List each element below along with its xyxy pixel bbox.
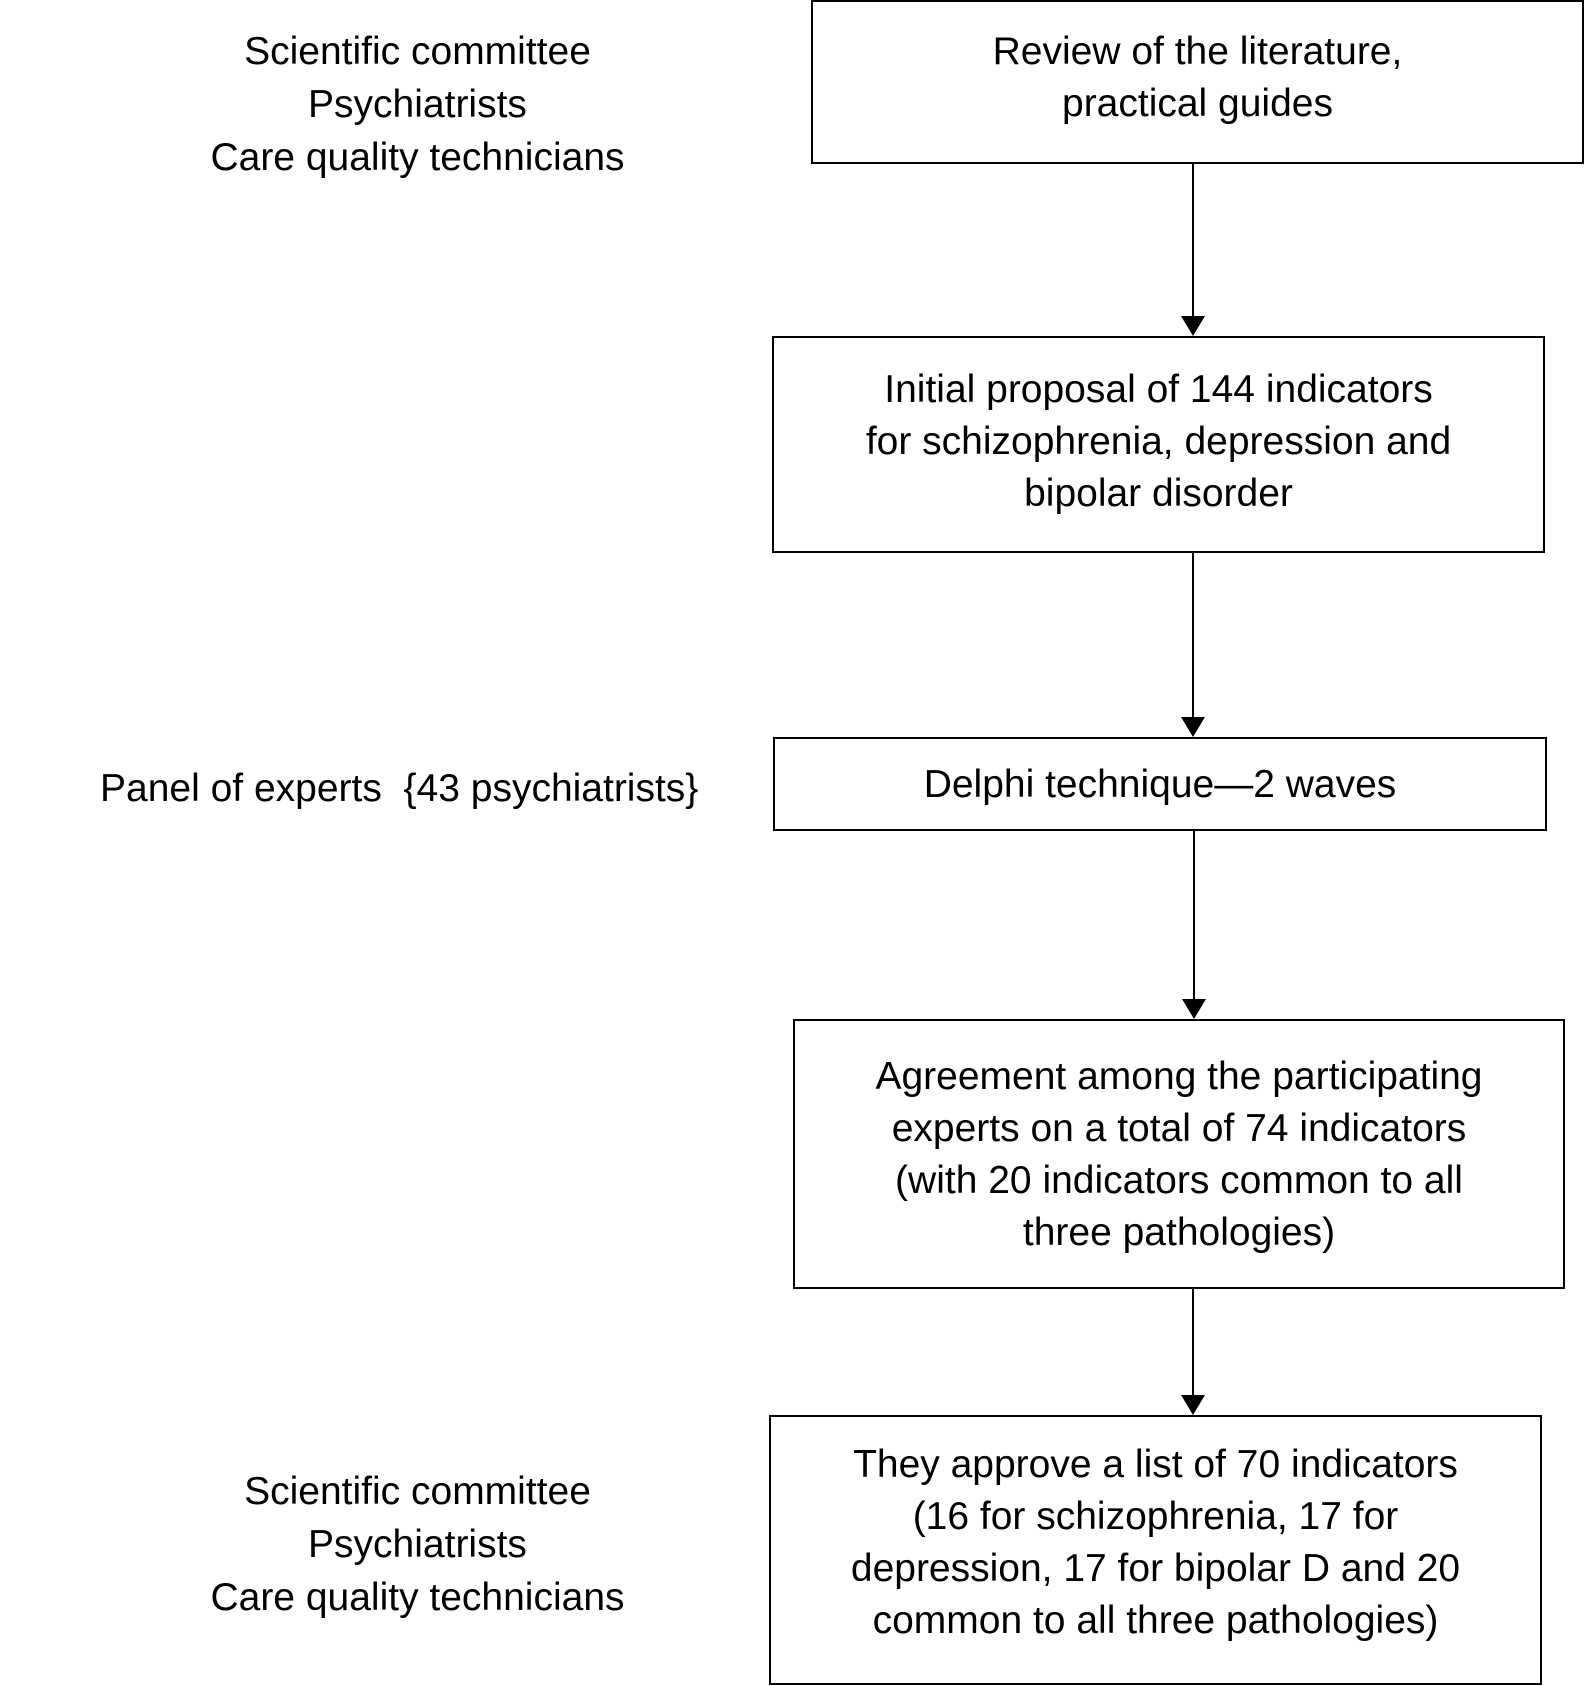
label-line: Panel of experts {43 psychiatrists} xyxy=(100,767,699,810)
box-line: (with 20 indicators common to all xyxy=(895,1159,1463,1202)
box-line: practical guides xyxy=(1062,82,1333,125)
box-line: common to all three pathologies) xyxy=(872,1599,1439,1642)
step-approval-box: They approve a list of 70 indicators (16… xyxy=(769,1415,1542,1685)
label-line: Scientific committee xyxy=(244,1470,591,1513)
box-line: Review of the literature, xyxy=(992,30,1403,73)
box-line: three pathologies) xyxy=(1022,1211,1336,1254)
box-line: experts on a total of 74 indicators xyxy=(891,1107,1467,1150)
box-line: bipolar disorder xyxy=(1024,472,1293,515)
step-delphi-technique-box: Delphi technique—2 waves xyxy=(773,737,1547,831)
label-line: Care quality technicians xyxy=(210,136,625,179)
scientific-committee-label-bottom: Scientific committee Psychiatrists Care … xyxy=(185,1465,650,1624)
box-line: (16 for schizophrenia, 17 for xyxy=(912,1495,1399,1538)
arrow-4 xyxy=(1181,1289,1205,1415)
box-line: They approve a list of 70 indicators xyxy=(853,1443,1458,1486)
arrow-3 xyxy=(1182,831,1206,1019)
panel-of-experts-label: Panel of experts {43 psychiatrists} xyxy=(100,762,750,815)
arrow-2 xyxy=(1181,553,1205,737)
step-initial-proposal-box: Initial proposal of 144 indicators for s… xyxy=(772,336,1545,553)
step-literature-review-box: Review of the literature, practical guid… xyxy=(811,0,1584,164)
label-line: Psychiatrists xyxy=(308,1523,527,1566)
label-line: Psychiatrists xyxy=(308,83,527,126)
box-line: Agreement among the participating xyxy=(875,1055,1483,1098)
scientific-committee-label-top: Scientific committee Psychiatrists Care … xyxy=(185,25,650,184)
box-line: Initial proposal of 144 indicators xyxy=(884,368,1433,411)
box-line: depression, 17 for bipolar D and 20 xyxy=(850,1547,1461,1590)
label-line: Care quality technicians xyxy=(210,1576,625,1619)
box-line: for schizophrenia, depression and xyxy=(865,420,1452,463)
arrow-1 xyxy=(1181,164,1205,336)
box-line: Delphi technique—2 waves xyxy=(923,763,1397,806)
label-line: Scientific committee xyxy=(244,30,591,73)
step-agreement-box: Agreement among the participating expert… xyxy=(793,1019,1565,1289)
